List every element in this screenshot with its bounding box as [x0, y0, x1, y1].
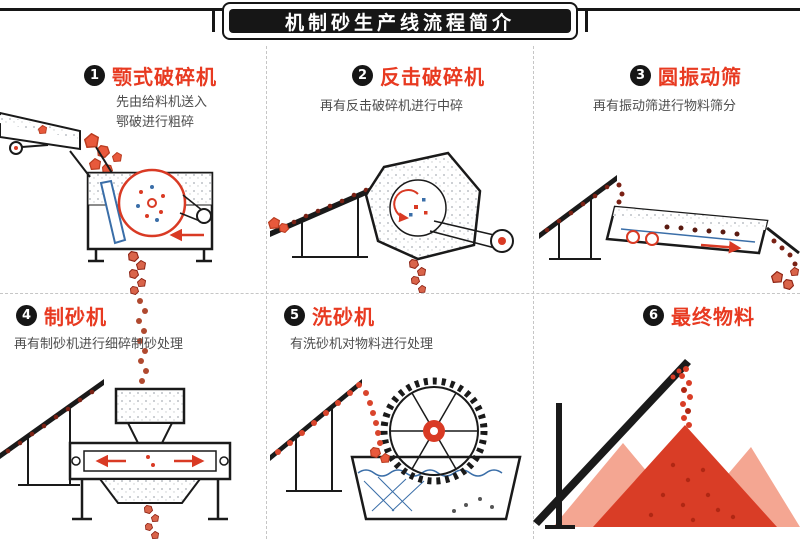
- panel-description: 先由给料机送入鄂破进行粗碎: [116, 95, 208, 130]
- panel-description: 再有反击破碎机进行中碎: [320, 99, 464, 114]
- panel-title: 制砂机: [44, 305, 107, 329]
- panel-title: 洗砂机: [312, 305, 375, 329]
- panel-vibrating-screen: 3 圆振动筛 再有振动筛进行物料筛分: [533, 45, 800, 295]
- panel-description: 有洗砂机对物料进行处理: [290, 337, 434, 352]
- divider-horizontal: [0, 293, 800, 294]
- step-number-badge: 2: [352, 65, 373, 86]
- divider-vertical-2: [533, 46, 534, 539]
- step-number-badge: 5: [284, 305, 305, 326]
- step-number-badge: 1: [84, 65, 105, 86]
- jaw-crusher-illustration: [0, 111, 214, 295]
- panel-description: 再有制砂机进行细碎制砂处理: [14, 337, 184, 352]
- step-number-badge: 6: [643, 305, 664, 326]
- panel-impact-crusher: 2 反击破碎机 再有反击破碎机进行中碎: [266, 45, 533, 295]
- panel-description: 再有振动筛进行物料筛分: [593, 99, 737, 114]
- panel-sand-maker: 4 制砂机 再有制砂机进行细碎制砂处理: [0, 295, 266, 539]
- page-title: 机制砂生产线流程简介: [229, 9, 571, 34]
- panel-title: 颚式破碎机: [112, 65, 217, 89]
- panel-title: 反击破碎机: [380, 65, 485, 89]
- title-banner: 机制砂生产线流程简介: [222, 2, 578, 40]
- panel-final-material: 6 最终物料: [533, 295, 800, 539]
- sand-maker-illustration: [0, 298, 232, 539]
- step-number-badge: 4: [16, 305, 37, 326]
- divider-vertical-1: [266, 46, 267, 539]
- header-rule-tick-left: [212, 8, 215, 32]
- step-number-badge: 3: [630, 65, 651, 86]
- final-material-illustration: [533, 359, 800, 529]
- impact-crusher-illustration: [268, 151, 514, 293]
- vibrating-screen-illustration: [539, 175, 800, 290]
- panel-title: 最终物料: [671, 305, 755, 329]
- panel-jaw-crusher: 1 颚式破碎机 先由给料机送入鄂破进行粗碎: [0, 45, 266, 295]
- sand-washer-illustration: [270, 377, 522, 521]
- header-rule-tick-right: [585, 8, 588, 32]
- panel-sand-washer: 5 洗砂机 有洗砂机对物料进行处理: [266, 295, 533, 539]
- panel-title: 圆振动筛: [658, 65, 742, 89]
